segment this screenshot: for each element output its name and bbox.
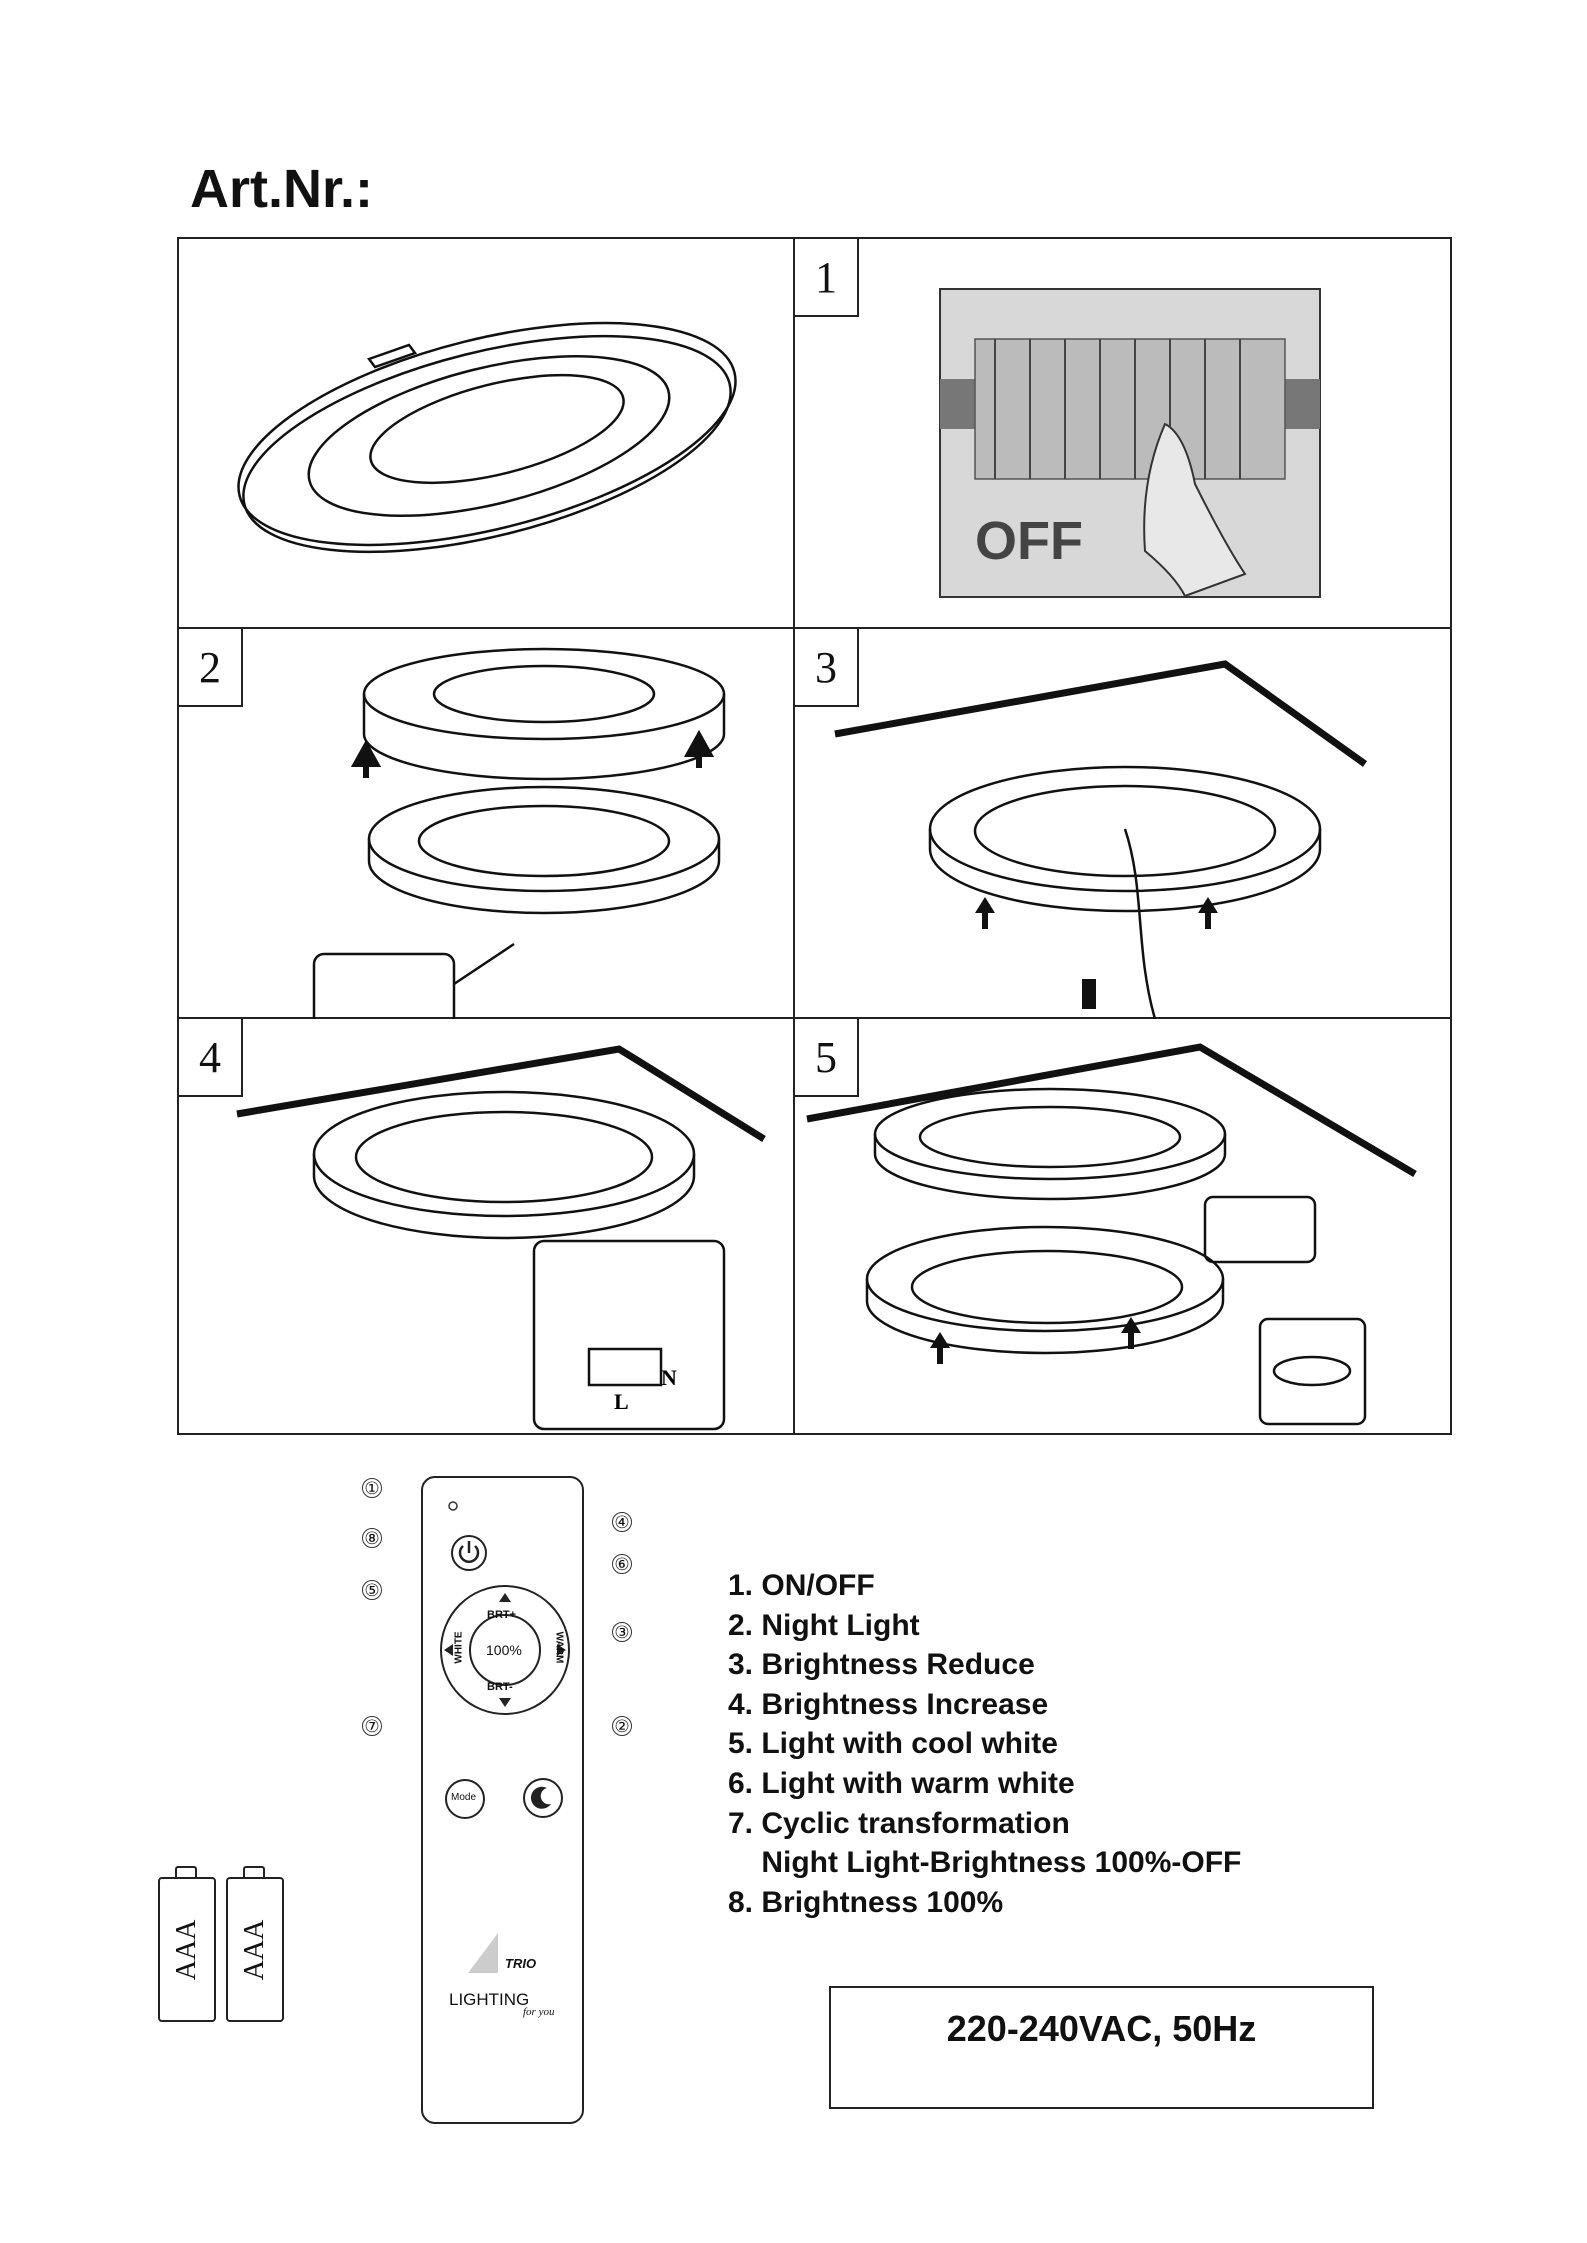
step-2-cell: 2 [179, 629, 795, 1019]
battery-2: AAA [226, 1877, 284, 2022]
brightness-up-arrow-icon[interactable] [499, 1593, 511, 1602]
battery-cap [175, 1866, 197, 1878]
neutral-label: N [661, 1365, 677, 1390]
callout-3: ③ [612, 1622, 632, 1642]
remove-cover-illustration [312, 647, 726, 1019]
night-light-button[interactable] [523, 1778, 563, 1818]
legend-item: 3. Brightness Reduce [728, 1648, 1035, 1682]
cool-white-arrow-icon[interactable] [444, 1644, 453, 1656]
battery-1: AAA [158, 1877, 216, 2022]
brand-label: TRIO [505, 1956, 537, 1971]
off-label: OFF [975, 511, 1083, 571]
attach-cover-illustration [806, 1043, 1417, 1426]
power-spec-box: 220-240VAC, 50Hz [829, 1986, 1374, 2109]
breaker-off-illustration: OFF [939, 288, 1321, 598]
remote-drawing [440, 1501, 570, 1973]
indicator-led [448, 1501, 458, 1511]
step-3-cell: 3 [795, 629, 1450, 1019]
wiring-illustration: L N [236, 1045, 766, 1431]
callout-2: ② [612, 1716, 632, 1736]
direction-pad[interactable] [440, 1585, 570, 1715]
step-number: 2 [179, 629, 243, 707]
center-100-button[interactable] [469, 1614, 541, 1686]
legend-item: 8. Brightness 100% [728, 1885, 1004, 1919]
callout-1: ① [362, 1478, 382, 1498]
step-number: 4 [179, 1019, 243, 1097]
step-5-cell: 5 [795, 1019, 1450, 1435]
warm-white-arrow-icon[interactable] [557, 1644, 566, 1656]
brt-plus-label: BRT+ [487, 1609, 517, 1621]
power-button[interactable] [451, 1535, 487, 1571]
brt-minus-label: BRT- [487, 1681, 513, 1693]
ceiling-lamp-illustration [237, 321, 737, 554]
live-label: L [614, 1389, 629, 1414]
step-1-cell: 1 OFF [795, 239, 1450, 629]
remote-control: BRT+ BRT- WHITE WARM 100% Mode TRIO LIGH… [421, 1476, 584, 2124]
step-number: 1 [795, 239, 859, 317]
callout-6: ⑥ [612, 1554, 632, 1574]
function-legend: 1. ON/OFF 2. Night Light 3. Brightness R… [728, 1566, 1241, 1922]
legend-item: Night Light-Brightness 100%-OFF [728, 1846, 1242, 1880]
brightness-down-arrow-icon[interactable] [499, 1698, 511, 1707]
callout-7: ⑦ [362, 1716, 382, 1736]
installation-steps-grid: 1 OFF 2 [177, 237, 1452, 1435]
legend-item: 6. Light with warm white [728, 1766, 1075, 1800]
legend-item: 1. ON/OFF [728, 1569, 875, 1602]
step-number: 3 [795, 629, 859, 707]
legend-item: 4. Brightness Increase [728, 1687, 1049, 1721]
tagline-label: LIGHTING [449, 1990, 530, 2009]
legend-item: 2. Night Light [728, 1608, 920, 1642]
callout-5: ⑤ [362, 1580, 382, 1600]
mount-base-illustration [834, 660, 1368, 1019]
remote-callouts: ① ⑧ ⑤ ⑦ ④ ⑥ ③ ② [356, 1476, 656, 1776]
product-overview-cell [179, 239, 795, 629]
moon-icon [530, 1786, 551, 1809]
mode-label: Mode [451, 1792, 477, 1803]
mode-button[interactable] [445, 1779, 485, 1819]
callout-8: ⑧ [362, 1528, 382, 1548]
power-icon [458, 1545, 480, 1563]
callout-4: ④ [612, 1512, 632, 1532]
step-number: 5 [795, 1019, 859, 1097]
battery-cap [243, 1866, 265, 1878]
legend-item: 7. Cyclic transformation [728, 1806, 1070, 1840]
step-4-cell: 4 L N [179, 1019, 795, 1435]
article-number-title: Art.Nr.: [190, 159, 374, 219]
center-100-label: 100% [486, 1642, 522, 1658]
trio-logo-icon [468, 1933, 498, 1973]
legend-item: 5. Light with cool white [728, 1727, 1058, 1761]
tagline-sub-label: for you [523, 2006, 555, 2018]
